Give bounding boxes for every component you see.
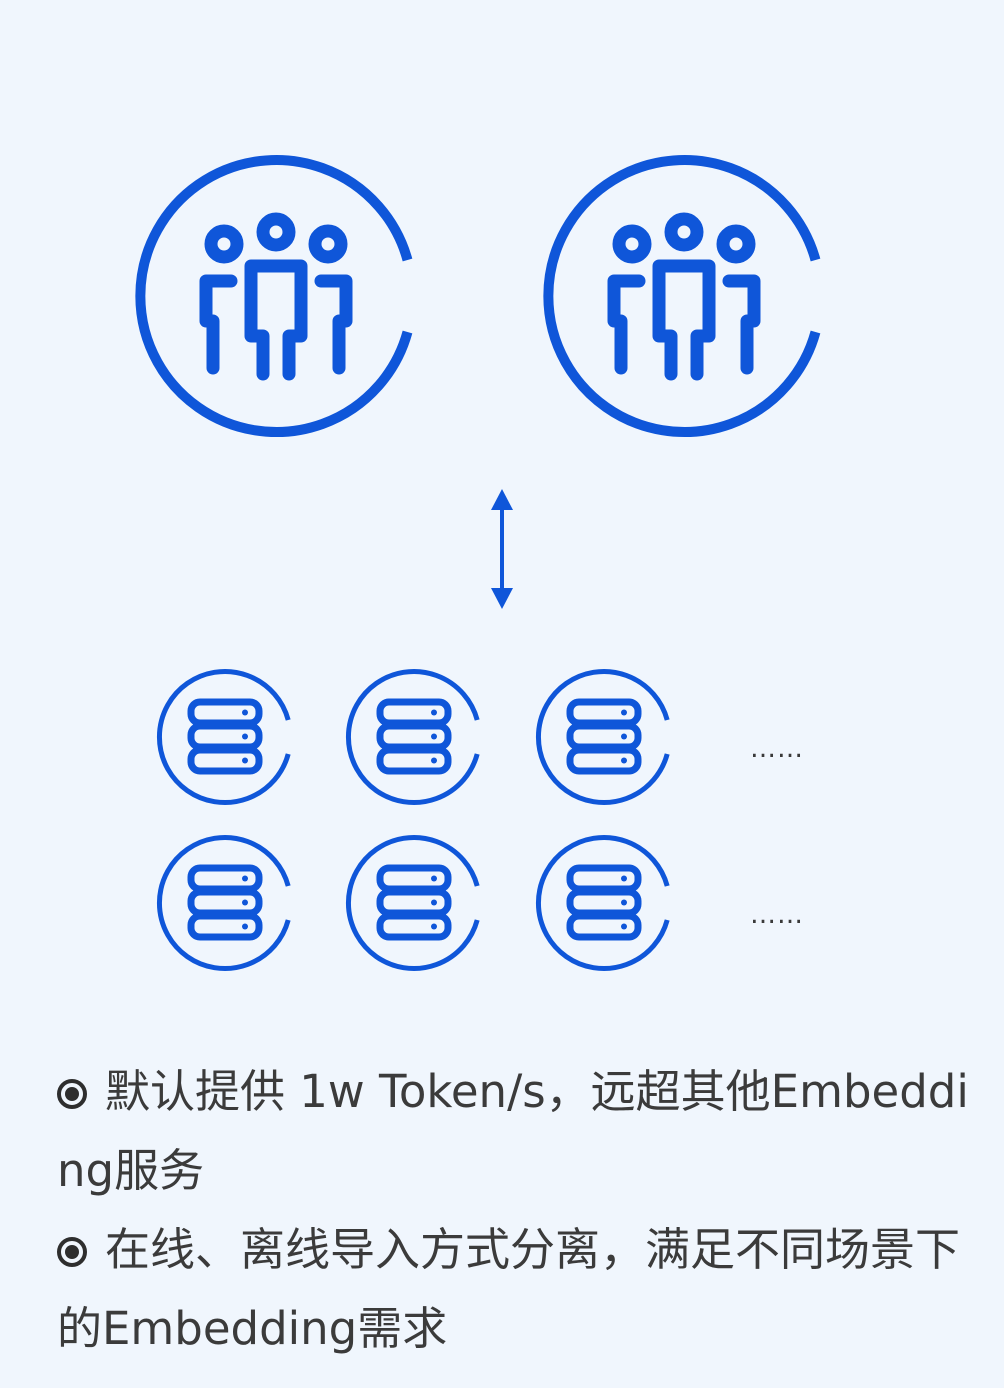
server-icon: [570, 868, 638, 937]
user-group-icon: [614, 219, 754, 374]
server-row: [156, 669, 670, 805]
server-node: [156, 669, 291, 805]
more-servers-ellipsis: ……: [750, 734, 804, 764]
user-group-badge: [135, 155, 413, 437]
server-icon: [380, 868, 448, 937]
server-icon: [191, 702, 259, 771]
architecture-diagram: [135, 155, 821, 971]
user-group-badge: [543, 155, 821, 437]
more-servers-ellipsis: ……: [750, 900, 804, 930]
user-group-icon: [206, 219, 346, 374]
feature-list: 默认提供 1w Token/s，远超其他Embedding服务 在线、离线导入方…: [57, 1052, 977, 1368]
radio-bullet-icon: [57, 1237, 87, 1267]
double-arrow-icon: [491, 489, 513, 609]
feature-text: 在线、离线导入方式分离，满足不同场景下的Embedding需求: [57, 1223, 961, 1355]
server-node: [345, 669, 480, 805]
server-icon: [380, 702, 448, 771]
server-node: [156, 835, 291, 971]
server-icon: [570, 702, 638, 771]
server-node: [345, 835, 480, 971]
server-node: [535, 835, 670, 971]
feature-text: 默认提供 1w Token/s，远超其他Embedding服务: [57, 1065, 969, 1197]
feature-item: 默认提供 1w Token/s，远超其他Embedding服务: [57, 1052, 977, 1210]
server-icon: [191, 868, 259, 937]
server-row: [156, 835, 670, 971]
radio-bullet-icon: [57, 1079, 87, 1109]
server-node: [535, 669, 670, 805]
feature-item: 在线、离线导入方式分离，满足不同场景下的Embedding需求: [57, 1210, 977, 1368]
